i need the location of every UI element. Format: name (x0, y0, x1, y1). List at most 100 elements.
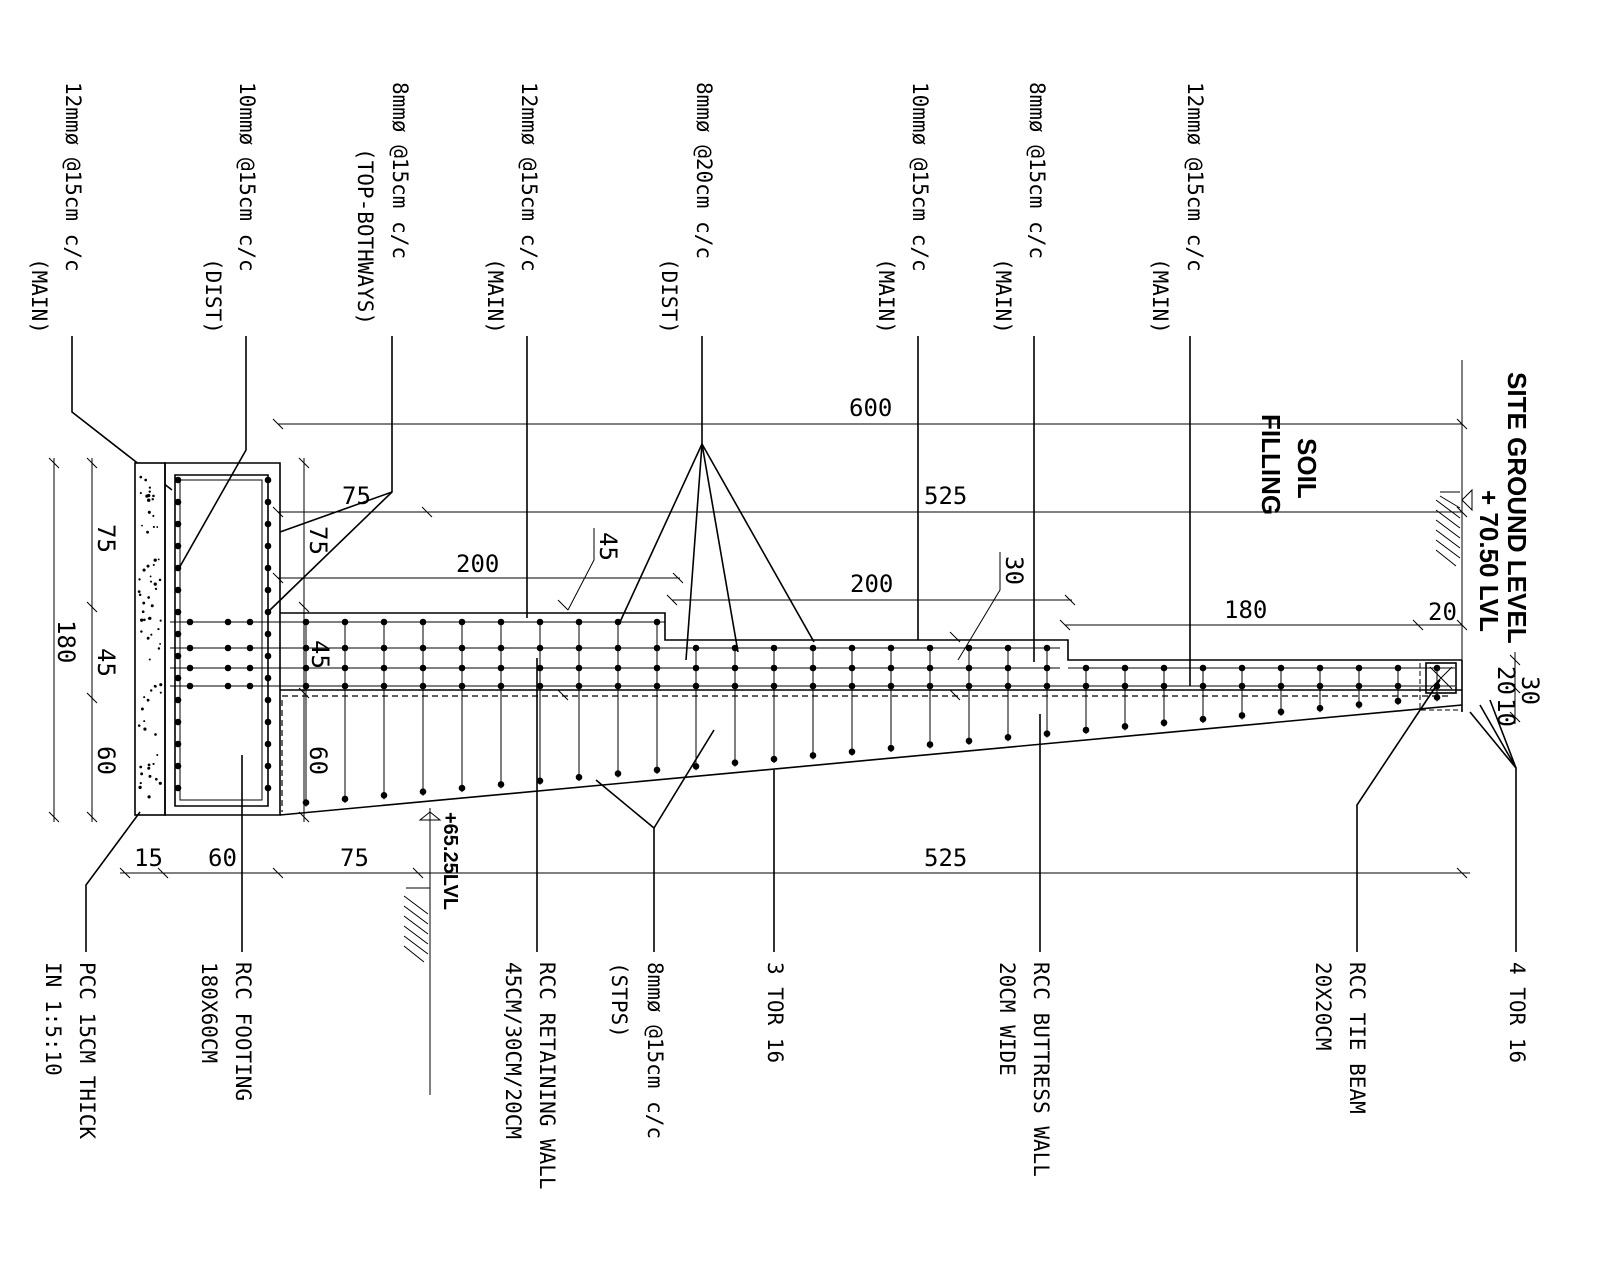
buttress-sloped-edge (279, 704, 1463, 816)
pcc-speckle (139, 475, 143, 479)
rebar-dot (497, 682, 505, 690)
rebar-dot (1355, 664, 1363, 672)
pcc-speckle (156, 526, 159, 528)
pcc-speckle (143, 696, 146, 699)
pcc-speckle (148, 774, 152, 778)
pcc-speckle (138, 593, 142, 597)
rebar-dot (1394, 682, 1402, 690)
pcc-speckle (146, 636, 150, 640)
top-label-4-line2: (MAIN) (483, 258, 507, 334)
rebar-dot (1160, 664, 1168, 672)
rebar-dot (1355, 682, 1363, 690)
rebar-dot (419, 644, 427, 652)
rebar-dot (174, 718, 182, 726)
rebar-dot (174, 740, 182, 748)
rebar-dot (770, 644, 778, 652)
rebar-dot (174, 586, 182, 594)
rebar-dot (692, 664, 700, 672)
rebar-dot (575, 682, 583, 690)
rebar-dot (1004, 682, 1012, 690)
rebar-dot (614, 770, 622, 777)
pcc-speckle (148, 658, 151, 661)
rebar-dot (1433, 694, 1441, 701)
rebar-dot (653, 618, 661, 626)
pcc-speckle (143, 618, 146, 622)
rebar-dot (224, 618, 232, 626)
rebar-dot (692, 762, 700, 770)
dim-75-left: 75 (92, 524, 120, 553)
rebar-dot (380, 682, 388, 690)
dim-180-right: 180 (1224, 596, 1267, 624)
top-label-3-line1: 8mmø @15cm c/c (388, 82, 412, 259)
rebar-dot (614, 644, 622, 652)
pcc-speckle (139, 618, 144, 622)
pcc-speckle (147, 596, 151, 599)
rebar-dot (341, 644, 349, 652)
pcc-speckle (141, 524, 143, 527)
rebar-dot (1316, 704, 1324, 712)
rebar-dot (246, 618, 254, 626)
dim-75-bottom: 75 (340, 844, 369, 872)
rebar-dot (1043, 644, 1051, 652)
rebar-dot (174, 608, 182, 616)
dim-15-bottom: 15 (134, 844, 163, 872)
pcc-speckle (156, 753, 159, 757)
pcc-speckle (159, 683, 163, 687)
pcc-speckle (147, 493, 151, 498)
pcc-speckle (140, 707, 144, 711)
bottom-label-3-line1: RCC RETAINING WALL (535, 962, 559, 1190)
rebar-dot (887, 682, 895, 690)
rebar-dot (224, 644, 232, 652)
top-label-8-line1: 12mmø @15cm c/c (1183, 82, 1207, 272)
leader-5 (619, 336, 703, 623)
pcc-speckle (149, 575, 152, 578)
dim-30-right: 30 (1516, 676, 1544, 705)
bottom-label-4-line2: (STPS) (607, 962, 631, 1038)
dim-60-bottom: 60 (208, 844, 237, 872)
bottom-label-2-line1: RCC FOOTING (231, 962, 255, 1101)
pcc-rect (134, 462, 166, 816)
leader-3 (269, 336, 393, 611)
rebar-dot (1121, 664, 1129, 672)
rebar-dot (174, 674, 182, 682)
rebar-dot (1238, 664, 1246, 672)
rebar-dot (174, 564, 182, 572)
rebar-dot (536, 664, 544, 672)
bottom-label-5-line1: 3 TOR 16 (763, 962, 787, 1063)
soil-line1: SOIL (1292, 438, 1322, 499)
rebar-dot (731, 644, 739, 652)
dimension-lines (48, 360, 1521, 1095)
wall-top-outline (280, 612, 1462, 661)
bottom-label-1-line2: IN 1:5:10 (41, 962, 65, 1076)
bottom-hatch (403, 887, 430, 963)
rebar-dot (536, 682, 544, 690)
top-label-2-line1: 10mmø @15cm c/c (235, 82, 259, 272)
rebar-dot (224, 664, 232, 672)
pcc-speckle (154, 733, 157, 736)
rebar-dot (1277, 664, 1285, 672)
rebar-dot (1199, 664, 1207, 672)
rebar-dot (174, 476, 182, 484)
rebar-dot (536, 644, 544, 652)
pcc-speckle (149, 689, 153, 692)
rebar-dot (1277, 708, 1285, 716)
rebar-dot (965, 682, 973, 690)
bottom-level-triangle (418, 811, 442, 821)
rebar-dot (264, 476, 272, 484)
rebar-dot (1004, 644, 1012, 652)
rebar-dot (264, 520, 272, 528)
dim-600: 600 (849, 394, 892, 422)
pcc-speckle (144, 478, 148, 482)
gl-triangle (1461, 488, 1473, 512)
rebar-dot (1043, 682, 1051, 690)
dim-75-a: 75 (342, 482, 371, 510)
pcc-speckle (140, 630, 143, 633)
rebar-dot (848, 682, 856, 690)
rebar-dot (246, 644, 254, 652)
rebar-dot (653, 664, 661, 672)
pcc-speckle (138, 785, 142, 790)
pcc-speckle (153, 558, 157, 562)
rebar-dot (174, 696, 182, 704)
rebar-dot (809, 664, 817, 672)
rebar-dot (848, 748, 856, 756)
